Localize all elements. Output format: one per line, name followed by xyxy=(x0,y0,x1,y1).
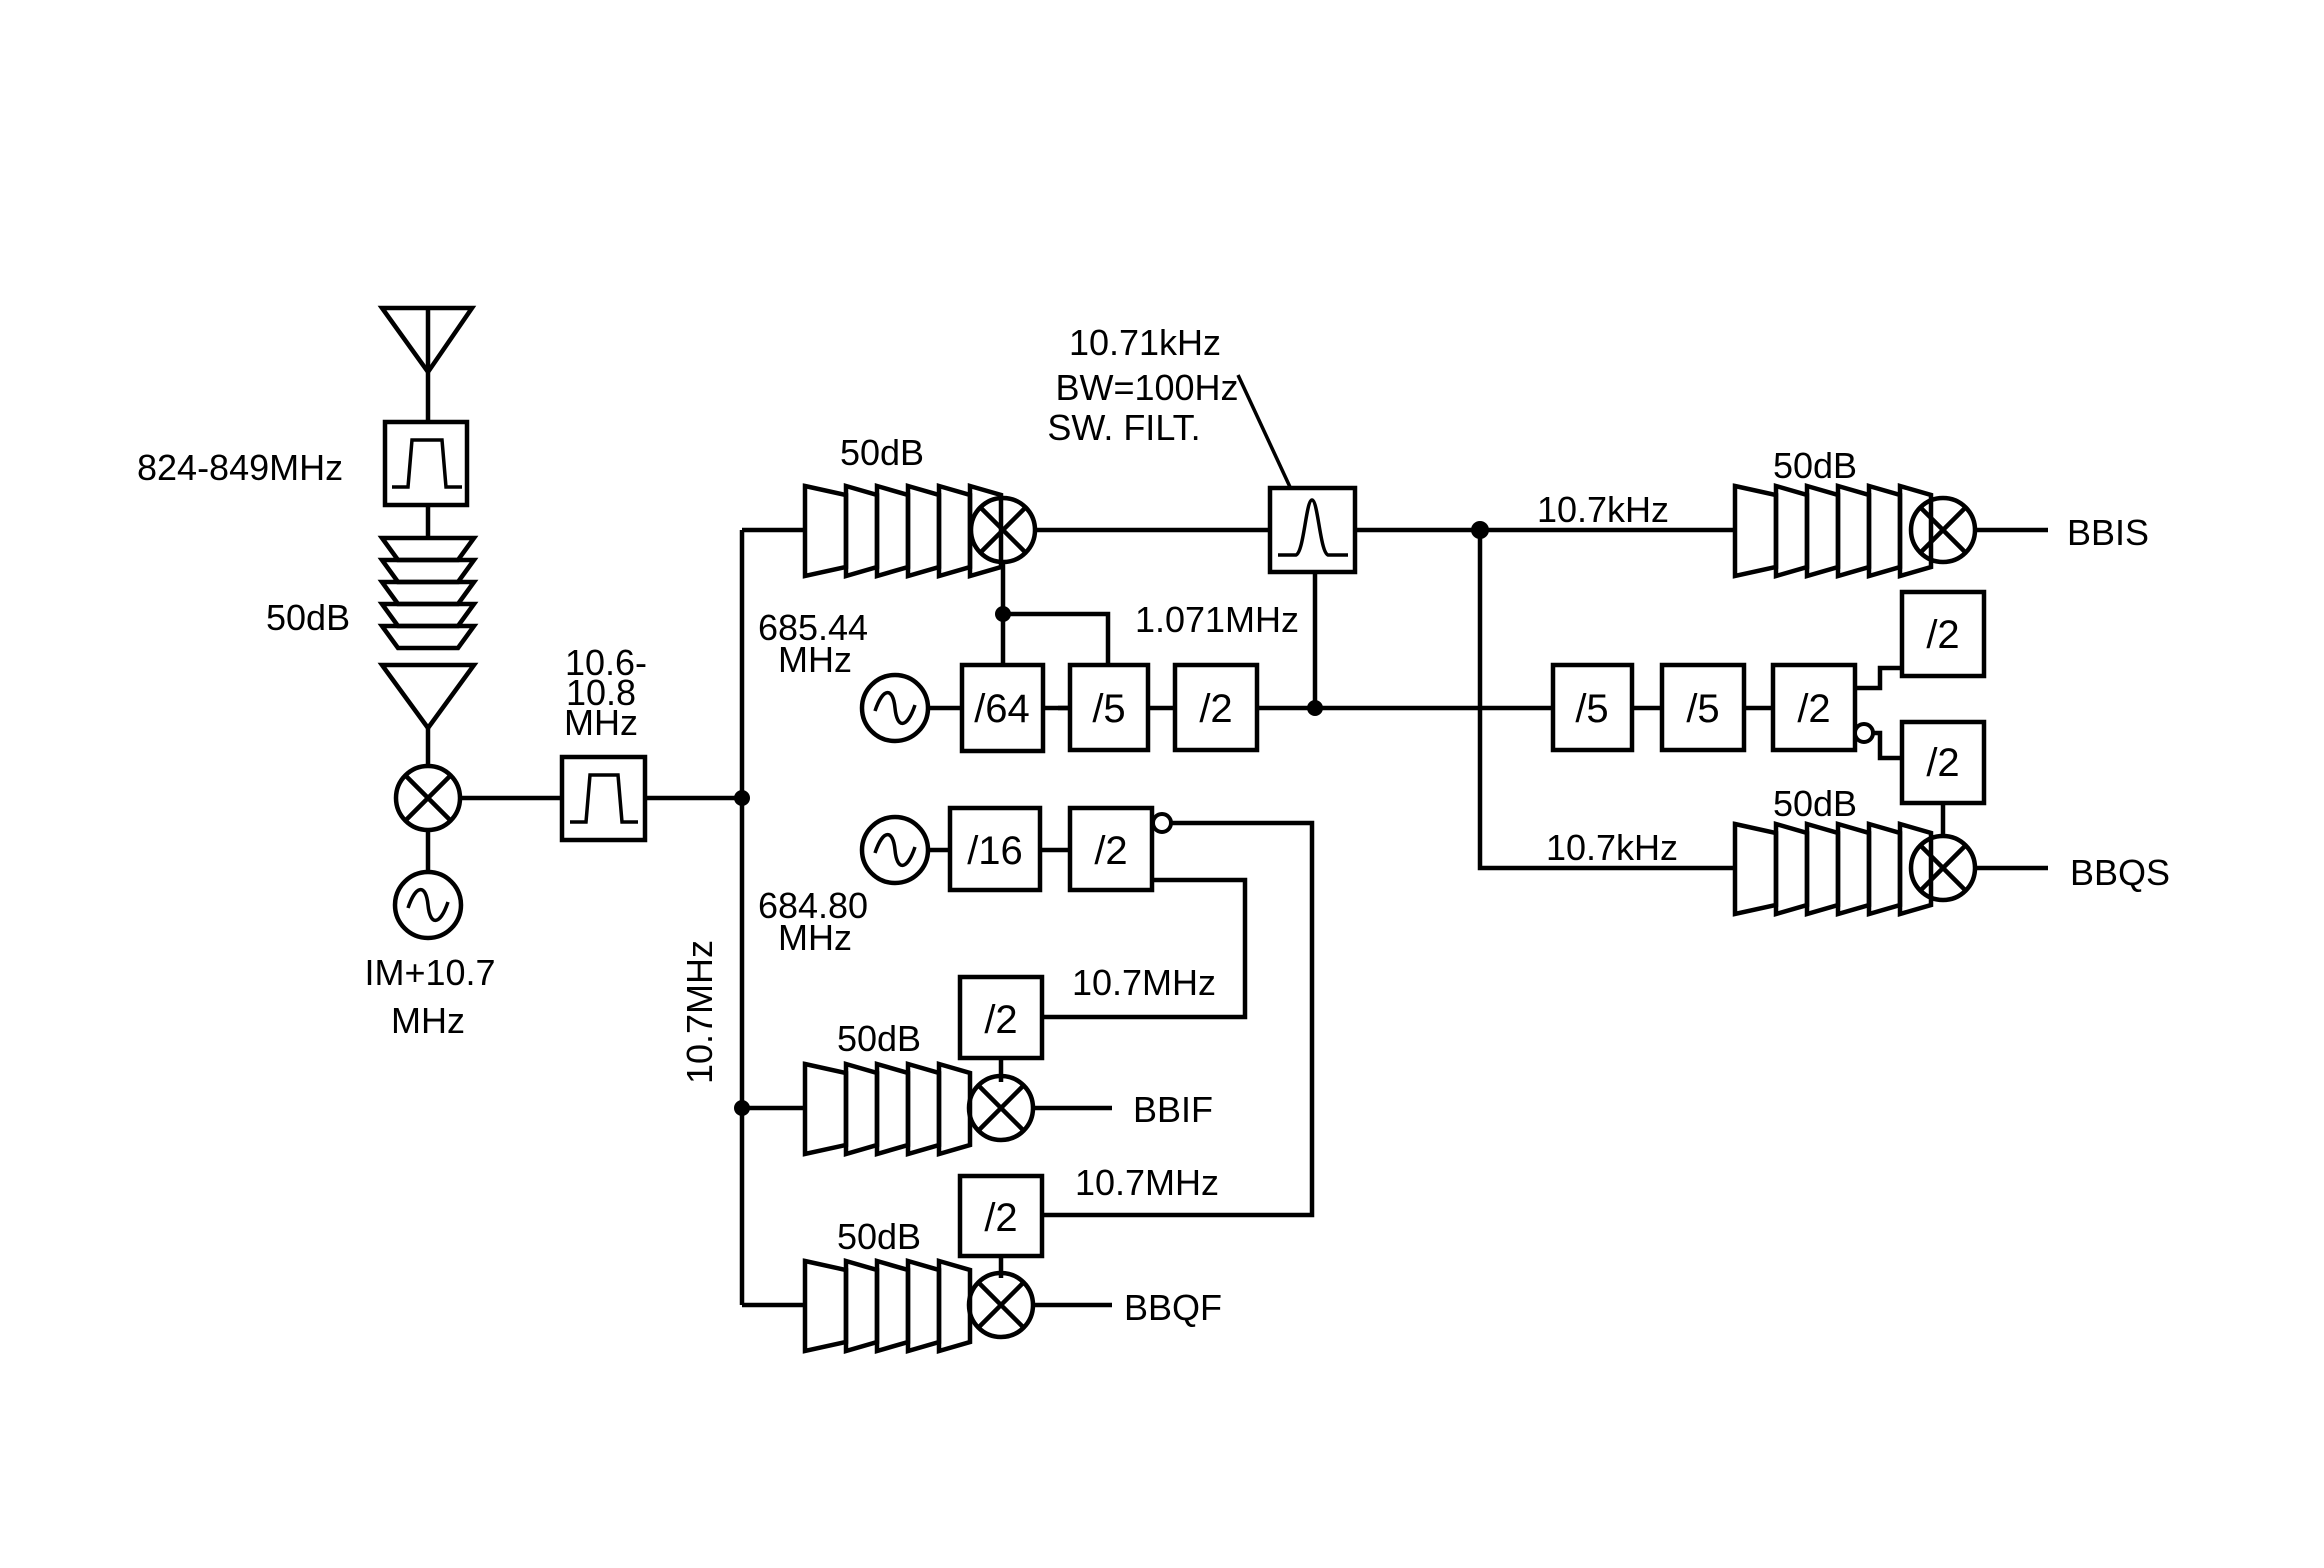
osc-b-label-2: MHz xyxy=(778,917,852,958)
divider-2-is: /2 xyxy=(1899,589,1987,679)
bbqs-gain-label: 50dB xyxy=(1773,783,1857,824)
bbis-gain-label: 50dB xyxy=(1773,445,1857,486)
mid-freq-label: 1.071MHz xyxy=(1135,599,1299,640)
sw-filter-label-1: 10.71kHz xyxy=(1069,322,1221,363)
osc-a-icon xyxy=(859,672,931,744)
divider-2a: /2 xyxy=(1172,662,1260,753)
top-gain-label: 50dB xyxy=(840,432,924,473)
divider-2-qf: /2 xyxy=(957,1173,1045,1259)
bbqs-amplifier-stack xyxy=(1732,821,1934,917)
junction-dot xyxy=(1307,700,1323,716)
mixer-bbif-icon xyxy=(966,1073,1036,1143)
lo1-oscillator-icon xyxy=(392,869,464,941)
bbqf-gain-label: 50dB xyxy=(837,1216,921,1257)
rf-amplifier-stack xyxy=(377,535,479,732)
mixer-bbqf-icon xyxy=(966,1270,1036,1340)
if-bus-label: 10.7MHz xyxy=(679,940,720,1084)
mixer-bbqs-icon xyxy=(1908,833,1978,903)
inverter-bubble-icon xyxy=(1151,812,1173,834)
junction-dot xyxy=(734,790,750,806)
bbqf-output-label: BBQF xyxy=(1124,1287,1222,1328)
bbif-gain-label: 50dB xyxy=(837,1018,921,1059)
rf-bandpass-filter xyxy=(382,419,470,508)
mixer-bbis-icon xyxy=(1908,495,1978,565)
junction-dot xyxy=(734,1100,750,1116)
divider-2-if: /2 xyxy=(957,974,1045,1061)
sw-filter-leader-line xyxy=(1236,374,1292,488)
mixer-top-icon xyxy=(968,495,1038,565)
divider-64-label: /64 xyxy=(974,687,1030,731)
top-amplifier-stack xyxy=(802,483,1004,579)
bbif-lo-label: 10.7MHz xyxy=(1072,962,1216,1003)
bbif-output-label: BBIF xyxy=(1133,1089,1213,1130)
divider-2b: /2 xyxy=(1067,805,1173,893)
divider-2b-label: /2 xyxy=(1094,829,1127,873)
bbqs-freq-label: 10.7kHz xyxy=(1546,827,1678,868)
lo1-label-1: IM+10.7 xyxy=(364,952,495,993)
antenna-icon xyxy=(377,305,477,376)
divider-2-qf-label: /2 xyxy=(984,1196,1017,1240)
bbis-freq-label: 10.7kHz xyxy=(1537,489,1669,530)
osc-a-label-1: 685.44 xyxy=(758,607,868,648)
osc-b-label-1: 684.80 xyxy=(758,885,868,926)
osc-a-label-2: MHz xyxy=(778,639,852,680)
lo1-label-2: MHz xyxy=(391,1000,465,1041)
if-bandpass-filter xyxy=(559,754,648,843)
text-labels: 824-849MHz 50dB 10.6- 10.8 MHz IM+10.7 M… xyxy=(137,322,2170,1328)
divider-64: /64 xyxy=(959,662,1046,754)
divider-2-qs-label: /2 xyxy=(1926,741,1959,785)
rf-gain-label: 50dB xyxy=(266,597,350,638)
switched-filter xyxy=(1267,485,1358,575)
bbif-amplifier-stack xyxy=(802,1061,973,1157)
bbis-output-label: BBIS xyxy=(2067,512,2149,553)
if-filter-label-2: 10.8 xyxy=(566,672,636,713)
divider-2a-label: /2 xyxy=(1199,687,1232,731)
bbqf-amplifier-stack xyxy=(802,1258,973,1354)
rf-band-label: 824-849MHz xyxy=(137,447,343,488)
divider-5b: /5 xyxy=(1550,662,1635,753)
osc-b-icon xyxy=(859,814,931,886)
divider-16-label: /16 xyxy=(967,829,1023,873)
divider-5c-label: /5 xyxy=(1686,687,1719,731)
if-filter-label-1: 10.6- xyxy=(565,642,647,683)
divider-5a-label: /5 xyxy=(1092,687,1125,731)
bbis-amplifier-stack xyxy=(1732,483,1934,579)
sw-filter-label-3: SW. FILT. xyxy=(1047,407,1200,448)
junction-dot xyxy=(995,606,1011,622)
divider-5c: /5 xyxy=(1659,662,1747,753)
divider-2-qs: /2 xyxy=(1899,719,1987,806)
mixer-1-icon xyxy=(393,763,463,833)
divider-2-is-label: /2 xyxy=(1926,613,1959,657)
bbqf-lo-label: 10.7MHz xyxy=(1075,1162,1219,1203)
divider-2c-label: /2 xyxy=(1797,687,1830,731)
sw-filter-label-2: BW=100Hz xyxy=(1055,367,1238,408)
if-filter-label-3: MHz xyxy=(564,702,638,743)
bbqs-output-label: BBQS xyxy=(2070,852,2170,893)
divider-2c: /2 xyxy=(1770,662,1875,753)
wires xyxy=(425,372,2048,1308)
divider-5a: /5 xyxy=(1067,662,1151,753)
divider-16: /16 xyxy=(947,805,1043,893)
junction-dot xyxy=(1471,521,1489,539)
divider-5b-label: /5 xyxy=(1575,687,1608,731)
inverter-bubble-icon xyxy=(1853,722,1875,744)
divider-2-if-label: /2 xyxy=(984,998,1017,1042)
junction-dots xyxy=(734,521,1489,1116)
